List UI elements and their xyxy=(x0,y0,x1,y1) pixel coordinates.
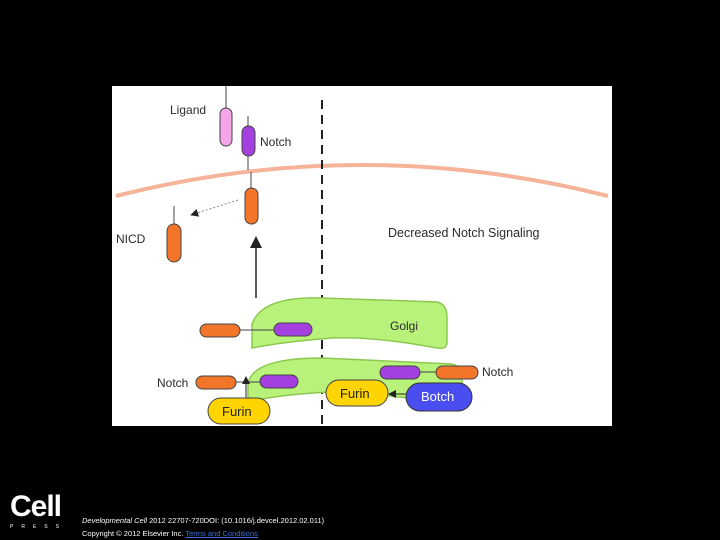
citation-line: Developmental Cell 2012 22707-720DOI: (1… xyxy=(82,514,324,527)
nicd-shape xyxy=(166,223,182,263)
ligand-label: Ligand xyxy=(170,103,206,117)
right-notch-orange xyxy=(435,365,479,380)
figure-panel: Ligand Notch NICD Decreased Notch Signal… xyxy=(112,86,612,426)
cell-press-logo: Cell PRESS xyxy=(10,492,74,532)
copyright-text: Copyright © 2012 Elsevier Inc. xyxy=(82,529,186,538)
citation-block: Developmental Cell 2012 22707-720DOI: (1… xyxy=(82,514,324,540)
right-notch-purple xyxy=(379,365,421,380)
golgi-notch-orange-lower xyxy=(195,375,237,390)
notch-top-label: Notch xyxy=(260,135,291,149)
logo-sub-text: PRESS xyxy=(10,524,67,530)
golgi-notch-purple-upper xyxy=(273,322,313,337)
ligand-shape xyxy=(219,107,233,147)
logo-main-text: Cell xyxy=(10,490,62,523)
nicd-label: NICD xyxy=(116,232,146,246)
terms-link[interactable]: Terms and Conditions xyxy=(185,529,258,538)
botch-label: Botch xyxy=(421,389,454,404)
golgi-notch-orange-upper xyxy=(199,323,241,338)
notch-right-label: Notch xyxy=(482,365,513,379)
botch-shape xyxy=(405,382,473,412)
golgi-label: Golgi xyxy=(390,319,418,333)
cleavage-arrow xyxy=(190,199,239,217)
furin-center-label: Furin xyxy=(340,386,370,401)
citation-text: 2012 22707-720DOI: (10.1016/j.devcel.201… xyxy=(147,516,325,525)
cell-membrane xyxy=(115,163,609,198)
notch-diagram: Ligand Notch NICD Decreased Notch Signal… xyxy=(115,86,609,425)
furin-bottom-label: Furin xyxy=(222,404,252,419)
notch-left-label: Notch xyxy=(157,376,188,390)
furin-bottom-shape xyxy=(207,397,271,425)
journal-name: Developmental Cell xyxy=(82,516,148,525)
notch-receptor-purple xyxy=(241,125,256,157)
golgi-notch-purple-lower xyxy=(259,374,299,389)
copyright-line: Copyright © 2012 Elsevier Inc. Terms and… xyxy=(82,527,324,540)
decreased-signaling-label: Decreased Notch Signaling xyxy=(388,226,540,240)
notch-membrane-fragment xyxy=(244,187,259,225)
